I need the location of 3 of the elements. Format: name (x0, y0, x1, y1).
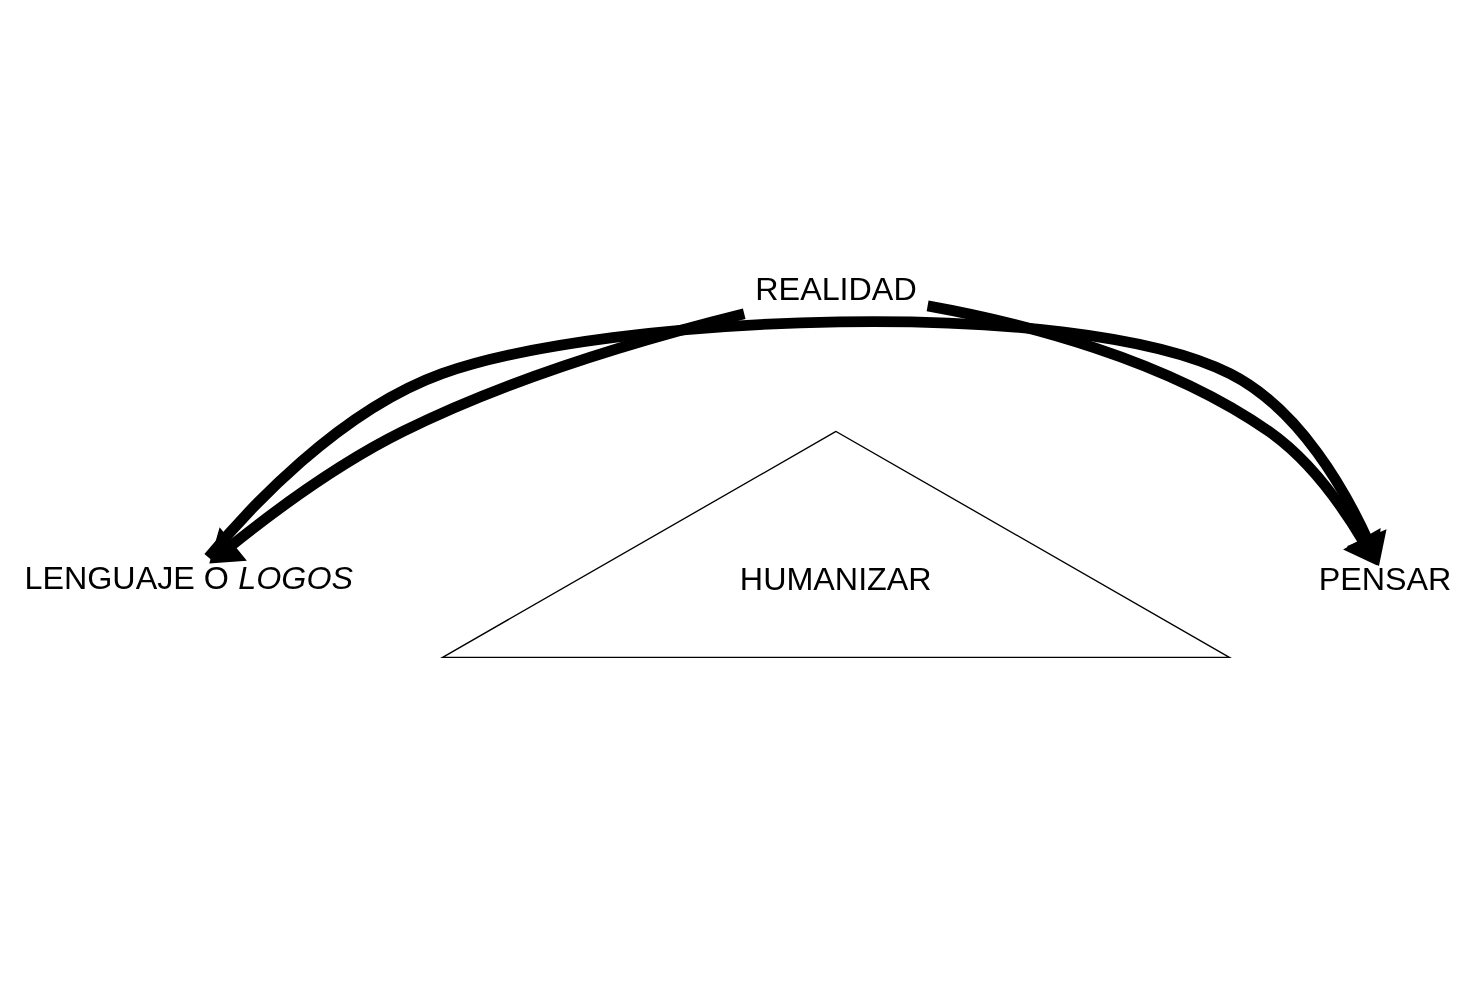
node-text: LENGUAJE O LOGOS (24, 560, 354, 597)
node-text: PENSAR (1318, 561, 1452, 598)
node-text: REALIDAD (755, 270, 917, 307)
